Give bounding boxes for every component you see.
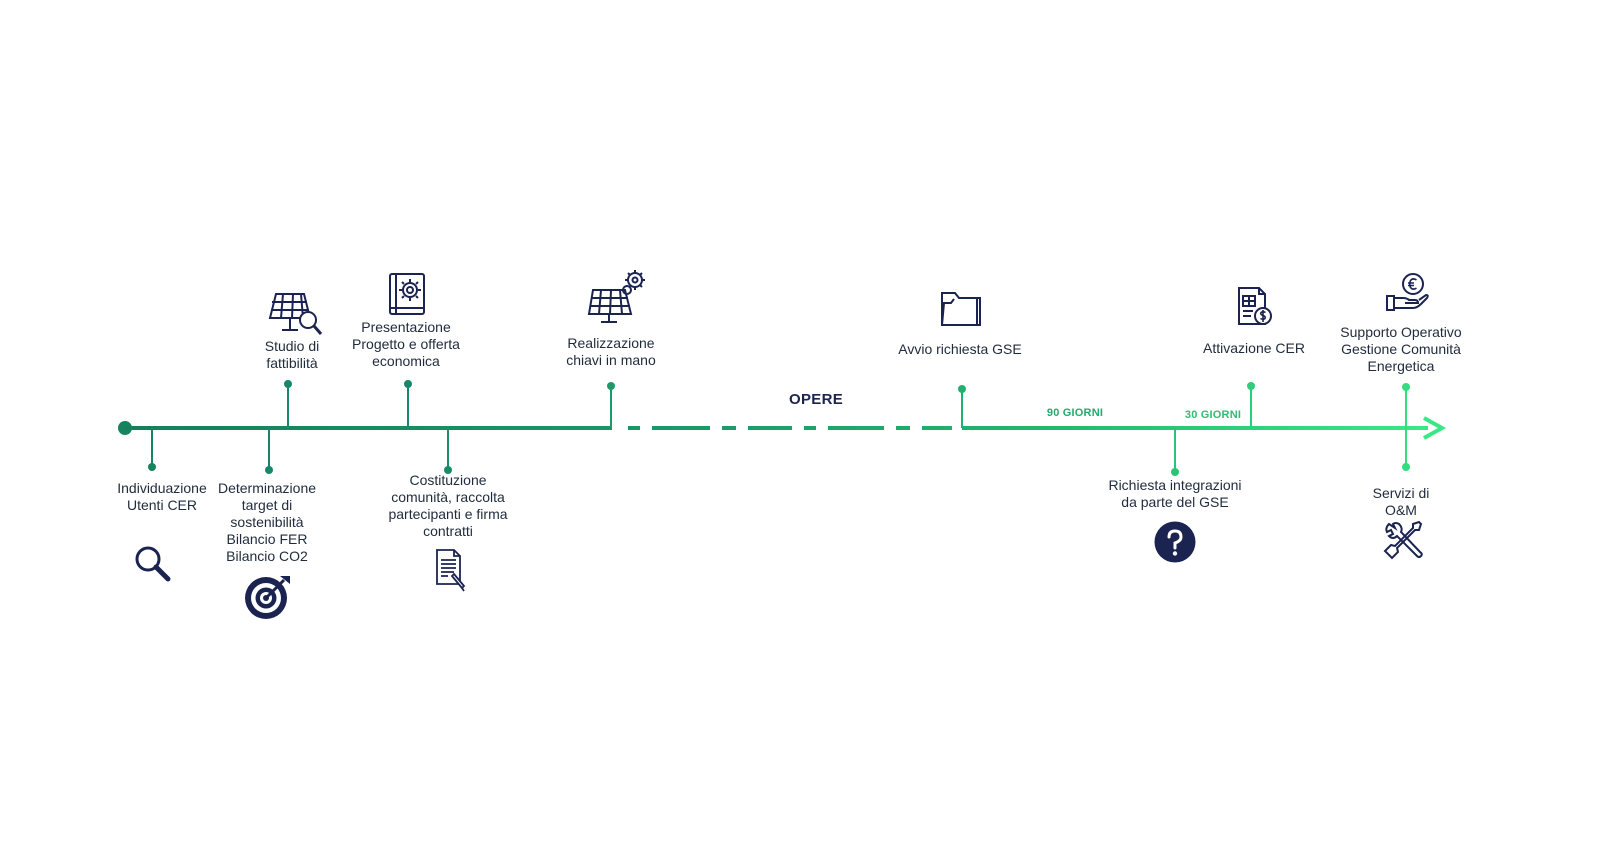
milestone-servizi-label: Servizi di O&M (1372, 485, 1430, 518)
milestone-avvio-label: Avvio richiesta GSE (898, 341, 1022, 357)
question-circle-icon (1154, 521, 1196, 563)
milestone-individuazione-label: Individuazione Utenti CER (117, 480, 207, 513)
milestone-attivazione-label: Attivazione CER (1203, 340, 1305, 356)
connectors-bottom (148, 428, 1410, 476)
target-icon (244, 574, 292, 620)
duration-90-label: 90 GIORNI (1046, 407, 1104, 419)
hand-euro-coin-icon (1385, 272, 1431, 314)
timeline-arrowhead (1423, 416, 1447, 440)
milestone-studio-label: Studio di fattibilità (264, 338, 320, 371)
phase-label: OPERE (788, 391, 844, 408)
contract-pen-icon (434, 548, 468, 592)
gear-book-icon (386, 272, 428, 318)
milestone-presentazione-label: Presentazione Progetto e offerta economi… (352, 319, 460, 369)
milestone-realizzazione-label: Realizzazione chiavi in mano (566, 335, 656, 368)
connectors-top (284, 380, 1410, 428)
search-icon (133, 544, 173, 584)
solar-panel-gears-icon (587, 268, 649, 324)
milestone-supporto-label: Supporto Operativo Gestione Comunità Ene… (1340, 324, 1462, 374)
milestone-determinazione-label: Determinazione target di sostenibilità B… (217, 480, 317, 564)
invoice-dollar-icon (1235, 286, 1273, 328)
milestone-costituzione-label: Costituzione comunità, raccolta partecip… (388, 472, 508, 539)
duration-30-label: 30 GIORNI (1184, 409, 1242, 421)
milestone-richiesta-label: Richiesta integrazioni da parte del GSE (1108, 477, 1242, 510)
folder-icon (939, 287, 983, 329)
wrench-screwdriver-icon (1383, 520, 1423, 560)
solar-panel-magnifier-icon (268, 290, 324, 338)
